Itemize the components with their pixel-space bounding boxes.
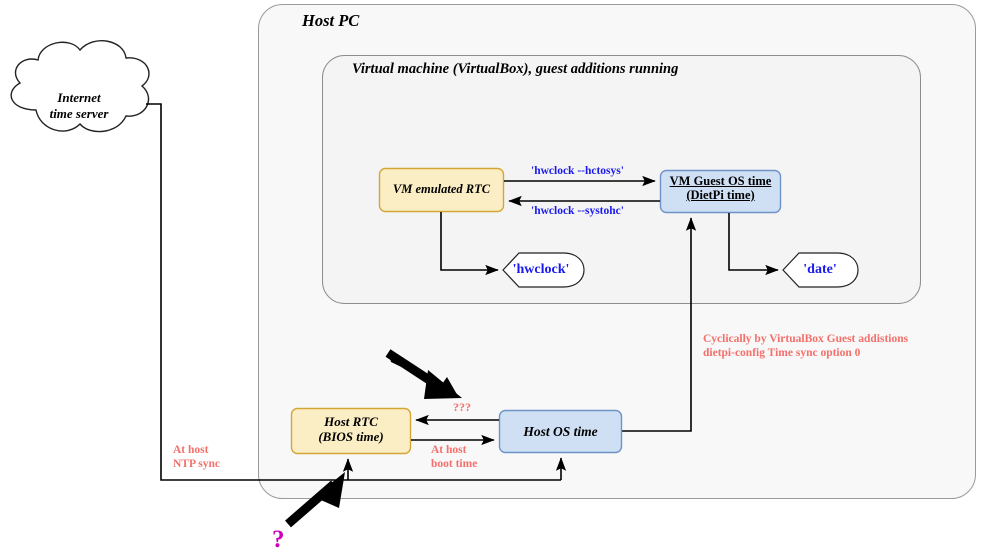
internet-cloud-label: Internet time server bbox=[18, 90, 140, 121]
host-rtc-box[interactable] bbox=[290, 407, 412, 455]
pointer-arrow-down-right bbox=[385, 349, 462, 399]
edge-hostos-to-guestos bbox=[622, 217, 697, 432]
note-ntp-sync: At host NTP sync bbox=[173, 443, 220, 472]
ntp-sync-line bbox=[146, 103, 348, 481]
vm-emulated-rtc-box[interactable] bbox=[378, 167, 505, 213]
vm-container bbox=[322, 55, 921, 304]
note-boot-line1: At host bbox=[431, 444, 467, 456]
note-cyclic-line1: Cyclically by VirtualBox Guest addistion… bbox=[703, 333, 909, 345]
date-command-label: 'date' bbox=[803, 262, 837, 277]
host-pc-title: Host PC bbox=[302, 11, 360, 30]
note-ntp-line2: NTP sync bbox=[173, 458, 220, 471]
hwclock-command-label: 'hwclock' bbox=[512, 262, 570, 277]
vm-guest-os-time-box[interactable] bbox=[659, 169, 782, 214]
internet-cloud-shape bbox=[10, 40, 150, 133]
cloud-label-line1: Internet bbox=[57, 90, 101, 105]
note-ntp-line1: At host bbox=[173, 444, 209, 456]
host-os-time-box[interactable] bbox=[498, 409, 623, 454]
vm-title: Virtual machine (VirtualBox), guest addi… bbox=[352, 61, 679, 77]
cloud-label-line2: time server bbox=[49, 105, 109, 121]
note-cyclic-line2: dietpi-config Time sync option 0 bbox=[703, 347, 861, 360]
unknown-marks-label: ??? bbox=[453, 400, 471, 414]
note-boot-line2: boot time bbox=[431, 458, 478, 471]
note-boot-time: At host boot time bbox=[431, 443, 477, 472]
date-command-shape[interactable] bbox=[782, 252, 859, 288]
edge-vmrtc-to-hwclock bbox=[440, 212, 499, 276]
edge-guestos-to-date bbox=[728, 213, 779, 276]
note-cyclic-sync: Cyclically by VirtualBox Guest addistion… bbox=[703, 332, 908, 361]
pointer-arrow-up-right bbox=[285, 472, 345, 528]
question-mark-label: ? bbox=[272, 526, 285, 553]
edge-label-systohc: 'hwclock --systohc' bbox=[531, 205, 624, 217]
edge-label-hctosys: 'hwclock --hctosys' bbox=[531, 165, 624, 177]
hwclock-command-shape[interactable] bbox=[502, 252, 585, 288]
